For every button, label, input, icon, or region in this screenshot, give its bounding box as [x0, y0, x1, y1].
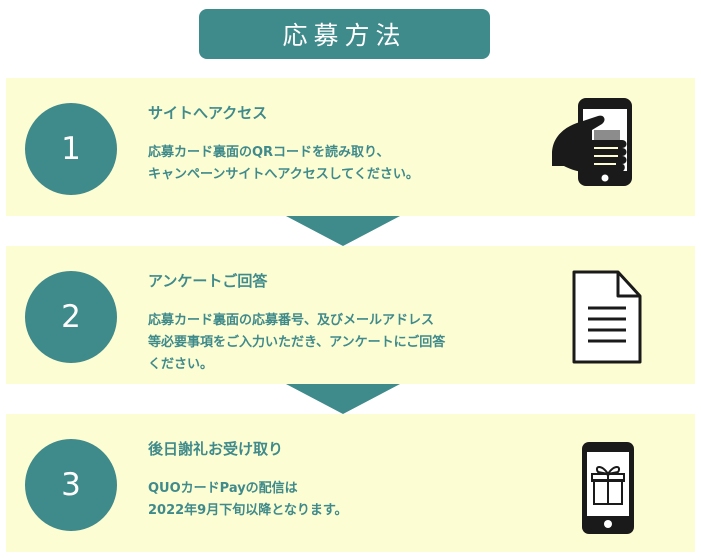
- phone-gift-icon: [582, 442, 634, 534]
- step-description: QUOカードPayの配信は 2022年9月下旬以降となります。: [148, 478, 348, 522]
- step-description-line: ください。: [148, 357, 214, 372]
- page-title: 応募方法: [199, 9, 490, 59]
- step-panel-2: 2 アンケートご回答 応募カード裏面の応募番号、及びメールアドレス 等必要事項を…: [6, 246, 695, 384]
- phone-qr-scan-icon: [552, 98, 632, 186]
- step-title: 後日謝礼お受け取り: [148, 440, 284, 458]
- step-panel-1: 1 サイトへアクセス 応募カード裏面のQRコードを読み取り、 キャンペーンサイト…: [6, 78, 695, 216]
- document-icon: [572, 270, 642, 364]
- step-description-line: キャンペーンサイトへアクセスしてください。: [148, 167, 419, 182]
- step-description: 応募カード裏面のQRコードを読み取り、 キャンペーンサイトへアクセスしてください…: [148, 142, 419, 186]
- step-number-badge: 3: [25, 439, 117, 531]
- step-panel-3: 3 後日謝礼お受け取り QUOカードPayの配信は 2022年9月下旬以降となり…: [6, 414, 695, 552]
- step-description-line: 等必要事項をご入力いただき、アンケートにご回答: [148, 335, 446, 350]
- step-title: アンケートご回答: [148, 272, 268, 290]
- down-arrow-icon: [286, 384, 400, 414]
- down-arrow-icon: [286, 216, 400, 246]
- step-number-badge: 1: [25, 103, 117, 195]
- step-description-line: 応募カード裏面のQRコードを読み取り、: [148, 145, 390, 160]
- step-description-line: QUOカードPayの配信は: [148, 481, 298, 496]
- step-description-line: 応募カード裏面の応募番号、及びメールアドレス: [148, 313, 435, 328]
- step-description-line: 2022年9月下旬以降となります。: [148, 503, 348, 518]
- step-title: サイトへアクセス: [148, 104, 268, 122]
- step-number-badge: 2: [25, 271, 117, 363]
- step-description: 応募カード裏面の応募番号、及びメールアドレス 等必要事項をご入力いただき、アンケ…: [148, 310, 445, 376]
